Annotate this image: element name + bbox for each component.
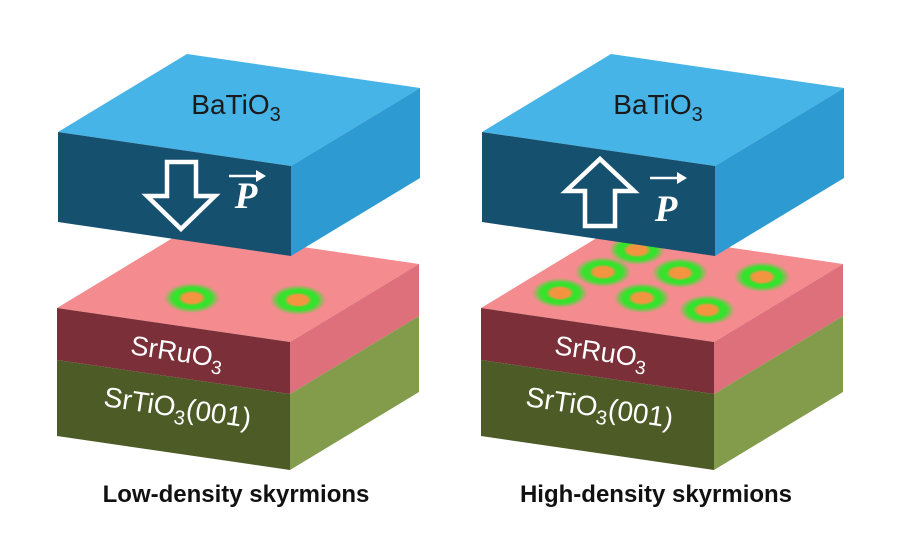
right-p-symbol: P bbox=[654, 189, 678, 230]
skyrmion bbox=[270, 285, 326, 315]
right-sto-front-face bbox=[481, 360, 714, 470]
p-vector-overbar-head bbox=[256, 170, 266, 182]
skyrmion bbox=[652, 258, 708, 288]
skyrmion bbox=[614, 283, 670, 313]
polarization-up-arrow-icon bbox=[560, 155, 640, 229]
left-bto-side-face bbox=[291, 88, 420, 256]
left-sro-top-face bbox=[57, 230, 419, 342]
left-substrate-block: SrRuO3 SrTiO3(001) bbox=[57, 230, 419, 470]
right-polarization-vector: P bbox=[650, 172, 687, 230]
right-sro-side-face bbox=[714, 264, 843, 394]
skyrmion bbox=[164, 283, 220, 313]
skyrmion bbox=[734, 262, 790, 292]
right-bto-top-face bbox=[482, 54, 844, 166]
left-capacitor-block: BaTiO3 P bbox=[58, 54, 420, 256]
right-capacitor-block: BaTiO3 P bbox=[482, 54, 844, 256]
left-panel-caption: Low-density skyrmions bbox=[103, 481, 370, 508]
right-sro-top-face bbox=[481, 230, 843, 342]
left-sto-front-face bbox=[57, 360, 290, 470]
right-sro-front-face bbox=[481, 308, 714, 394]
skyrmion bbox=[679, 295, 735, 325]
right-sto-side-face bbox=[714, 316, 843, 470]
polarization-down-arrow-icon bbox=[141, 159, 221, 233]
left-polarization-vector: P bbox=[229, 170, 266, 217]
left-sto-side-face bbox=[290, 316, 419, 470]
right-bto-side-face bbox=[715, 88, 844, 256]
skyrmions-left bbox=[164, 283, 326, 315]
left-bto-top-face bbox=[58, 54, 420, 166]
skyrmions-right bbox=[532, 235, 790, 325]
right-panel-caption: High-density skyrmions bbox=[520, 481, 792, 508]
right-bto-front-face bbox=[482, 132, 715, 256]
skyrmion bbox=[532, 278, 588, 308]
right-substrate-block: SrRuO3 SrTiO3(001) bbox=[481, 230, 843, 470]
left-capacitor-label: BaTiO3 bbox=[191, 89, 280, 126]
left-p-symbol: P bbox=[234, 176, 258, 217]
p-vector-overbar-head bbox=[677, 172, 687, 184]
left-sro-side-face bbox=[290, 264, 419, 394]
skyrmion bbox=[575, 257, 631, 287]
left-sro-front-face bbox=[57, 308, 290, 394]
left-bto-front-face bbox=[58, 132, 291, 256]
right-capacitor-label: BaTiO3 bbox=[613, 89, 702, 126]
